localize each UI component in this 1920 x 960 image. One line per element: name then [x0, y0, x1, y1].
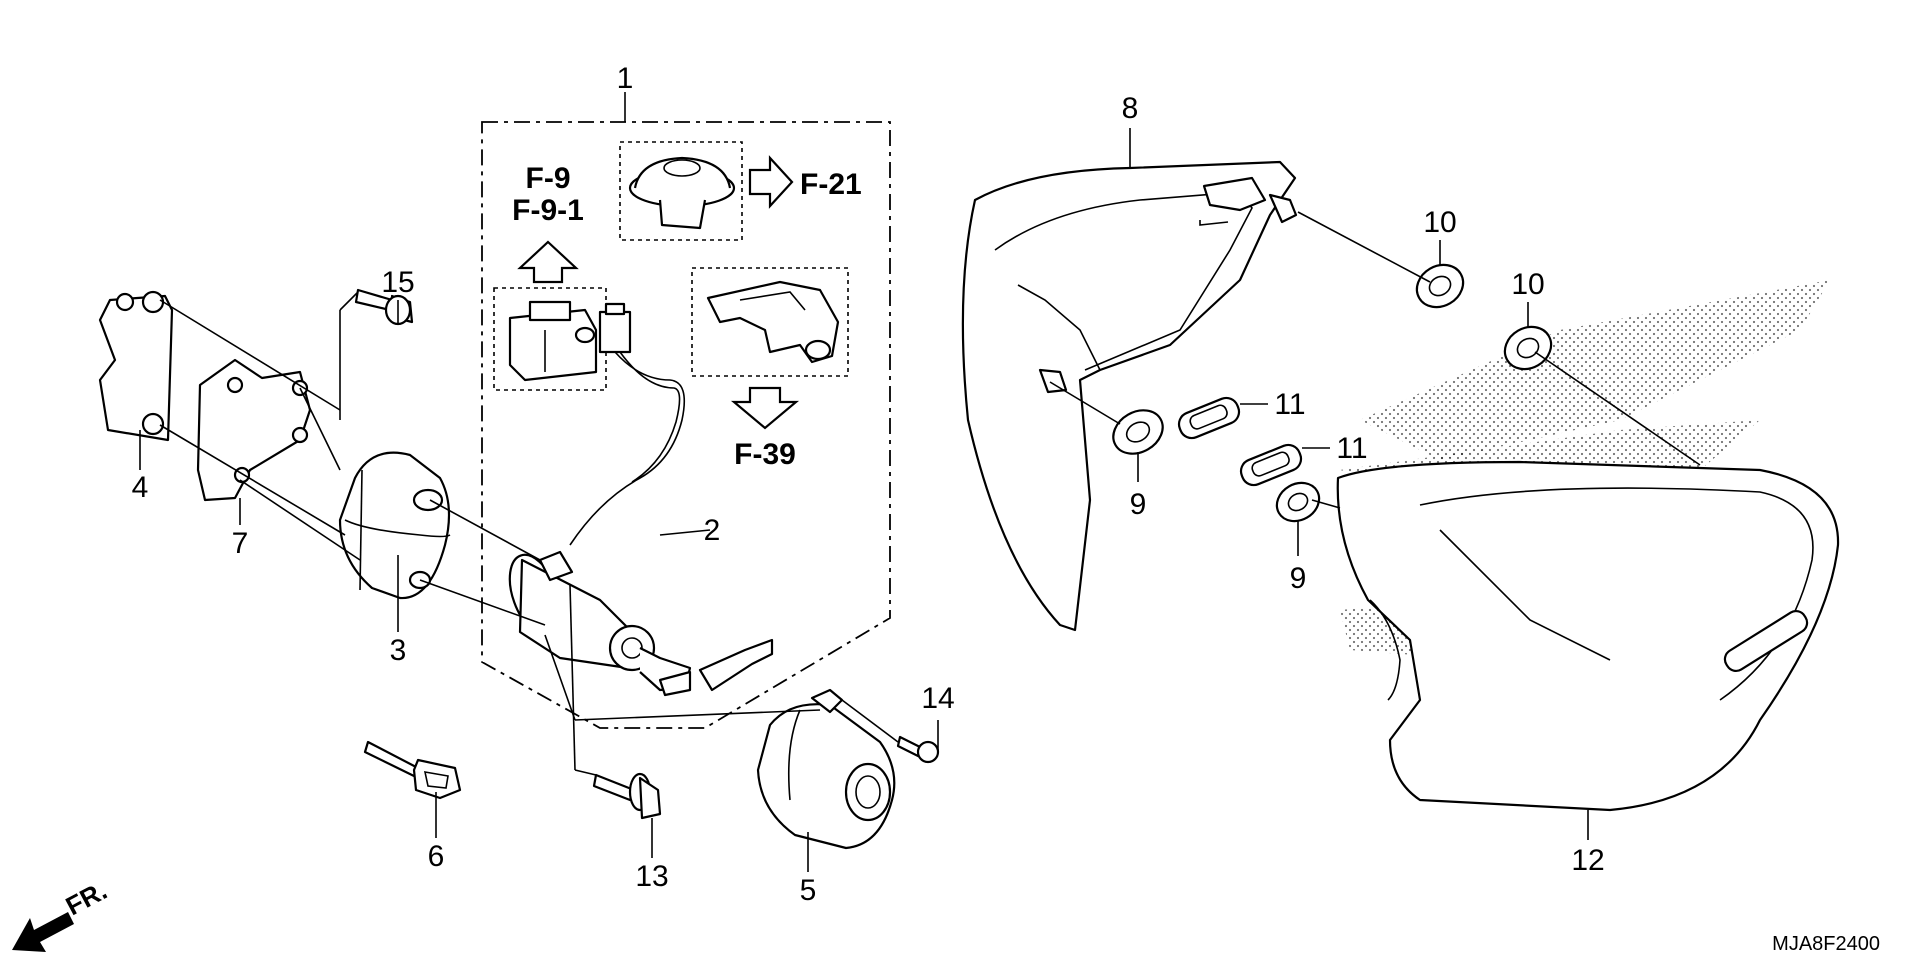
part-11-pad-b [1239, 443, 1303, 487]
reference-labels: F-9 F-9-1 F-21 F-39 [512, 162, 862, 471]
detail-hook-boxed [691, 267, 849, 377]
ref-arrow-down [730, 386, 800, 430]
callout-7: 7 [232, 527, 249, 560]
ref-arrow-up [517, 240, 579, 284]
part-13-bolt [592, 772, 662, 820]
ref-f9: F-9 [526, 162, 571, 195]
callout-8: 8 [1122, 92, 1139, 125]
callout-9-lower: 9 [1290, 562, 1307, 595]
ref-f9-1: F-9-1 [512, 194, 584, 227]
part-15-bolt [354, 288, 414, 326]
detail-connector-boxed [493, 287, 607, 391]
part-11-pad-a [1177, 396, 1241, 440]
part-5-lock-cover [756, 688, 896, 850]
front-arrow-icon [12, 912, 74, 952]
callout-labels: 1 2 3 4 5 6 7 8 9 9 10 10 11 11 12 13 14… [132, 62, 1605, 907]
callout-4: 4 [132, 471, 149, 504]
part-3-lock-housing [338, 451, 451, 600]
callout-9-upper: 9 [1130, 488, 1147, 521]
part-9-grommet-a [1112, 409, 1164, 455]
callout-5: 5 [800, 874, 817, 907]
ref-f39: F-39 [734, 438, 796, 471]
part-10-grommet-a [1415, 263, 1465, 309]
callout-13: 13 [635, 860, 668, 893]
front-direction-indicator: FR. [12, 875, 112, 952]
diagram-code: MJA8F2400 [1772, 933, 1880, 955]
part-8-side-cover-inner [961, 160, 1298, 632]
assembly-lines [159, 211, 1701, 776]
callout-12: 12 [1571, 844, 1604, 877]
part-12-side-cover [1336, 460, 1840, 812]
part-10-grommet-b [1503, 325, 1553, 371]
part-9-grommet-b [1275, 481, 1321, 523]
callout-15: 15 [381, 266, 414, 299]
part-4-bracket-plate [98, 290, 174, 442]
leader-lines [139, 128, 1589, 872]
callout-1: 1 [617, 62, 634, 95]
part-2-ignition-switch [508, 302, 774, 697]
assembly-1-boundary [481, 121, 891, 729]
callout-14: 14 [921, 682, 954, 715]
detail-clip-boxed [619, 141, 743, 241]
callout-11-lower: 11 [1336, 432, 1367, 465]
callout-2: 2 [704, 514, 721, 547]
callout-10-right: 10 [1511, 268, 1544, 301]
part-14-bolt [896, 735, 940, 764]
callout-11-upper: 11 [1274, 388, 1305, 421]
callout-6: 6 [428, 840, 445, 873]
ref-f21: F-21 [800, 168, 862, 201]
part-6-key [363, 740, 462, 800]
callout-10-left: 10 [1423, 206, 1456, 239]
callout-3: 3 [390, 634, 407, 667]
ref-arrow-right [748, 155, 794, 209]
